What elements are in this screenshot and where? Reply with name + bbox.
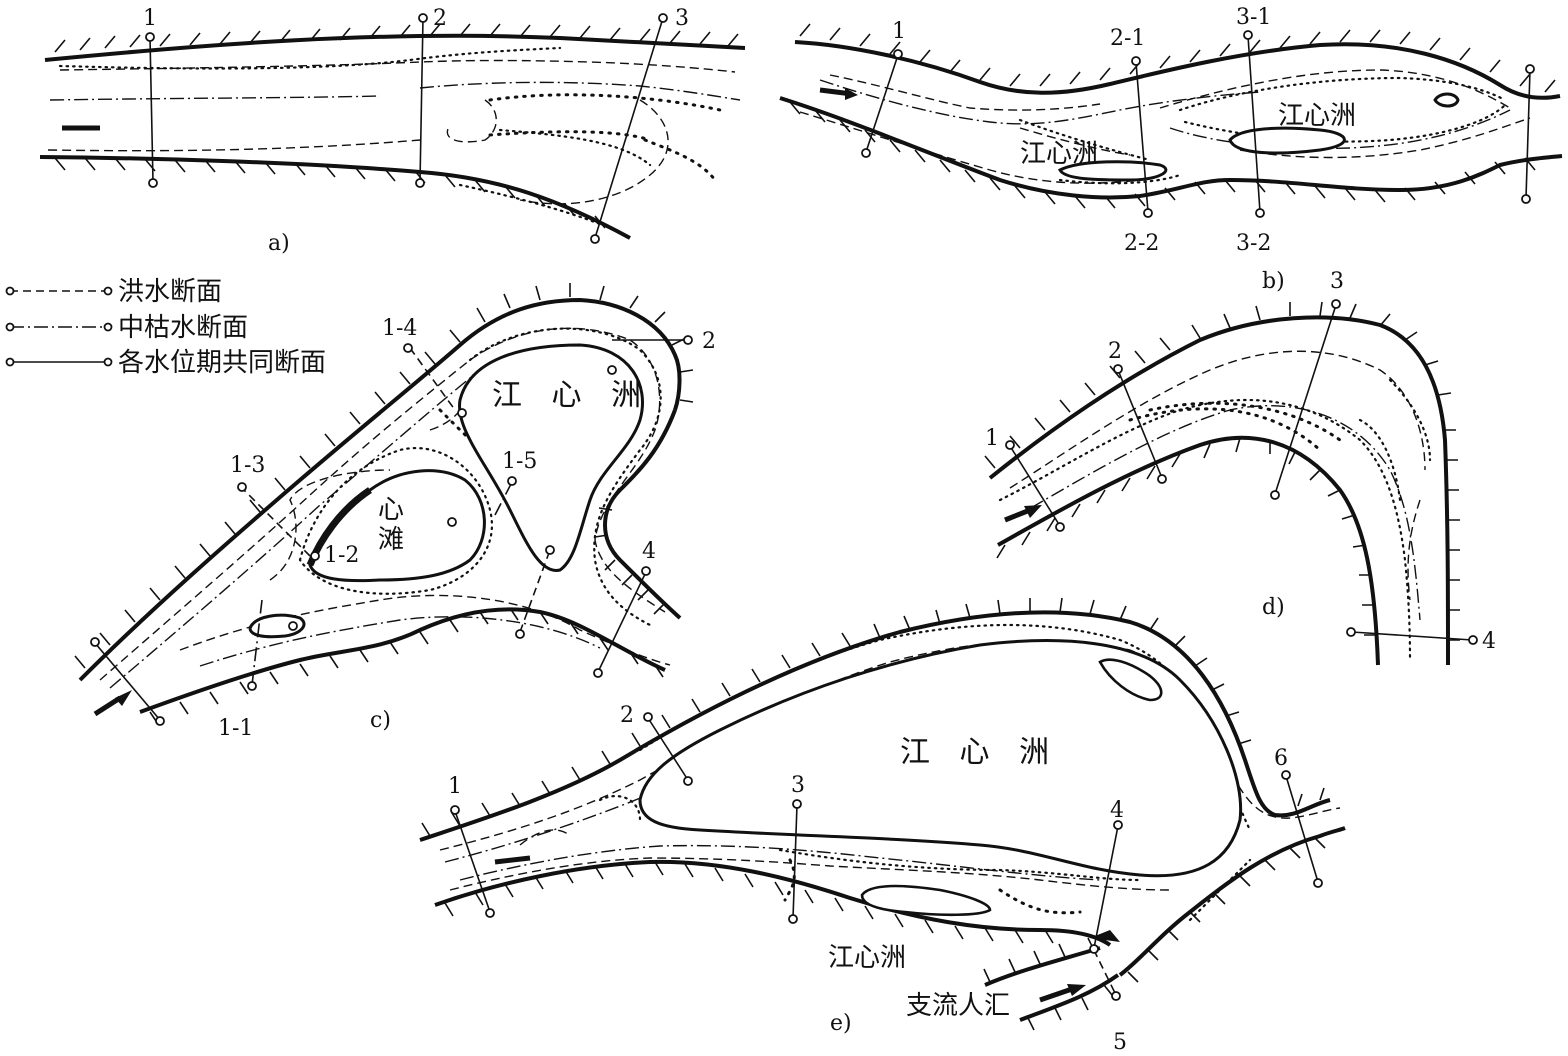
c-section-1-3: 1-3 xyxy=(230,453,265,478)
a-section-2: 2 xyxy=(433,6,447,31)
e-island-small: 江心洲 xyxy=(828,943,906,973)
c-shoal-2: 滩 xyxy=(378,525,404,555)
b-island-left: 江心洲 xyxy=(1020,139,1098,169)
b-section-1: 1 xyxy=(892,19,906,44)
d-section-1: 1 xyxy=(985,426,999,451)
c-island-main: 江 心 洲 xyxy=(492,378,651,413)
e-section-4: 4 xyxy=(1110,798,1124,823)
e-section-2: 2 xyxy=(620,703,634,728)
b-section-2-2: 2-2 xyxy=(1124,231,1159,256)
e-section-1: 1 xyxy=(448,774,462,799)
e-island-main: 江 心 洲 xyxy=(900,735,1059,770)
a-section-1: 1 xyxy=(143,6,157,31)
e-section-5: 5 xyxy=(1113,1030,1127,1055)
panel-a: 1 2 3 a) xyxy=(39,6,746,256)
c-section-1-2: 1-2 xyxy=(324,543,359,568)
caption-d: d) xyxy=(1262,595,1285,620)
legend-flood: 洪水断面 xyxy=(118,277,222,307)
panel-b: 1 2-1 2-2 3-1 3-2 江心洲 江心洲 b) xyxy=(779,5,1563,294)
c-shoal-1: 心 xyxy=(378,495,404,525)
caption-a: a) xyxy=(268,231,290,256)
c-section-1-5: 1-5 xyxy=(502,449,537,474)
b-section-2-1: 2-1 xyxy=(1110,26,1145,51)
a-section-3: 3 xyxy=(675,6,689,31)
d-section-2: 2 xyxy=(1108,339,1122,364)
c-section-2: 2 xyxy=(702,329,716,354)
b-section-3-1: 3-1 xyxy=(1236,5,1271,30)
e-section-3: 3 xyxy=(791,773,805,798)
legend: 洪水断面 中枯水断面 各水位期共同断面 xyxy=(5,277,326,378)
b-island-right: 江心洲 xyxy=(1278,101,1356,131)
b-section-3-2: 3-2 xyxy=(1236,231,1271,256)
caption-e: e) xyxy=(830,1011,852,1036)
c-section-1-4: 1-4 xyxy=(382,316,417,341)
panel-d: 1 2 3 4 d) xyxy=(984,269,1496,666)
e-tributary-label: 支流人汇 xyxy=(906,991,1010,1021)
d-section-4: 4 xyxy=(1482,629,1496,654)
c-section-1-1: 1-1 xyxy=(218,716,253,741)
legend-mid-low: 中枯水断面 xyxy=(118,313,248,343)
caption-c: c) xyxy=(370,708,391,733)
d-section-3: 3 xyxy=(1330,269,1344,294)
legend-common: 各水位期共同断面 xyxy=(118,348,326,378)
c-section-4: 4 xyxy=(642,539,656,564)
panel-e: 1 2 3 4 5 6 江 心 洲 江心洲 支流人汇 e) xyxy=(419,597,1346,1055)
caption-b: b) xyxy=(1262,269,1285,294)
panel-c: 1-1 1-2 1-3 1-4 1-5 2 4 江 心 洲 心 滩 c) xyxy=(74,283,716,741)
e-section-6: 6 xyxy=(1274,746,1288,771)
